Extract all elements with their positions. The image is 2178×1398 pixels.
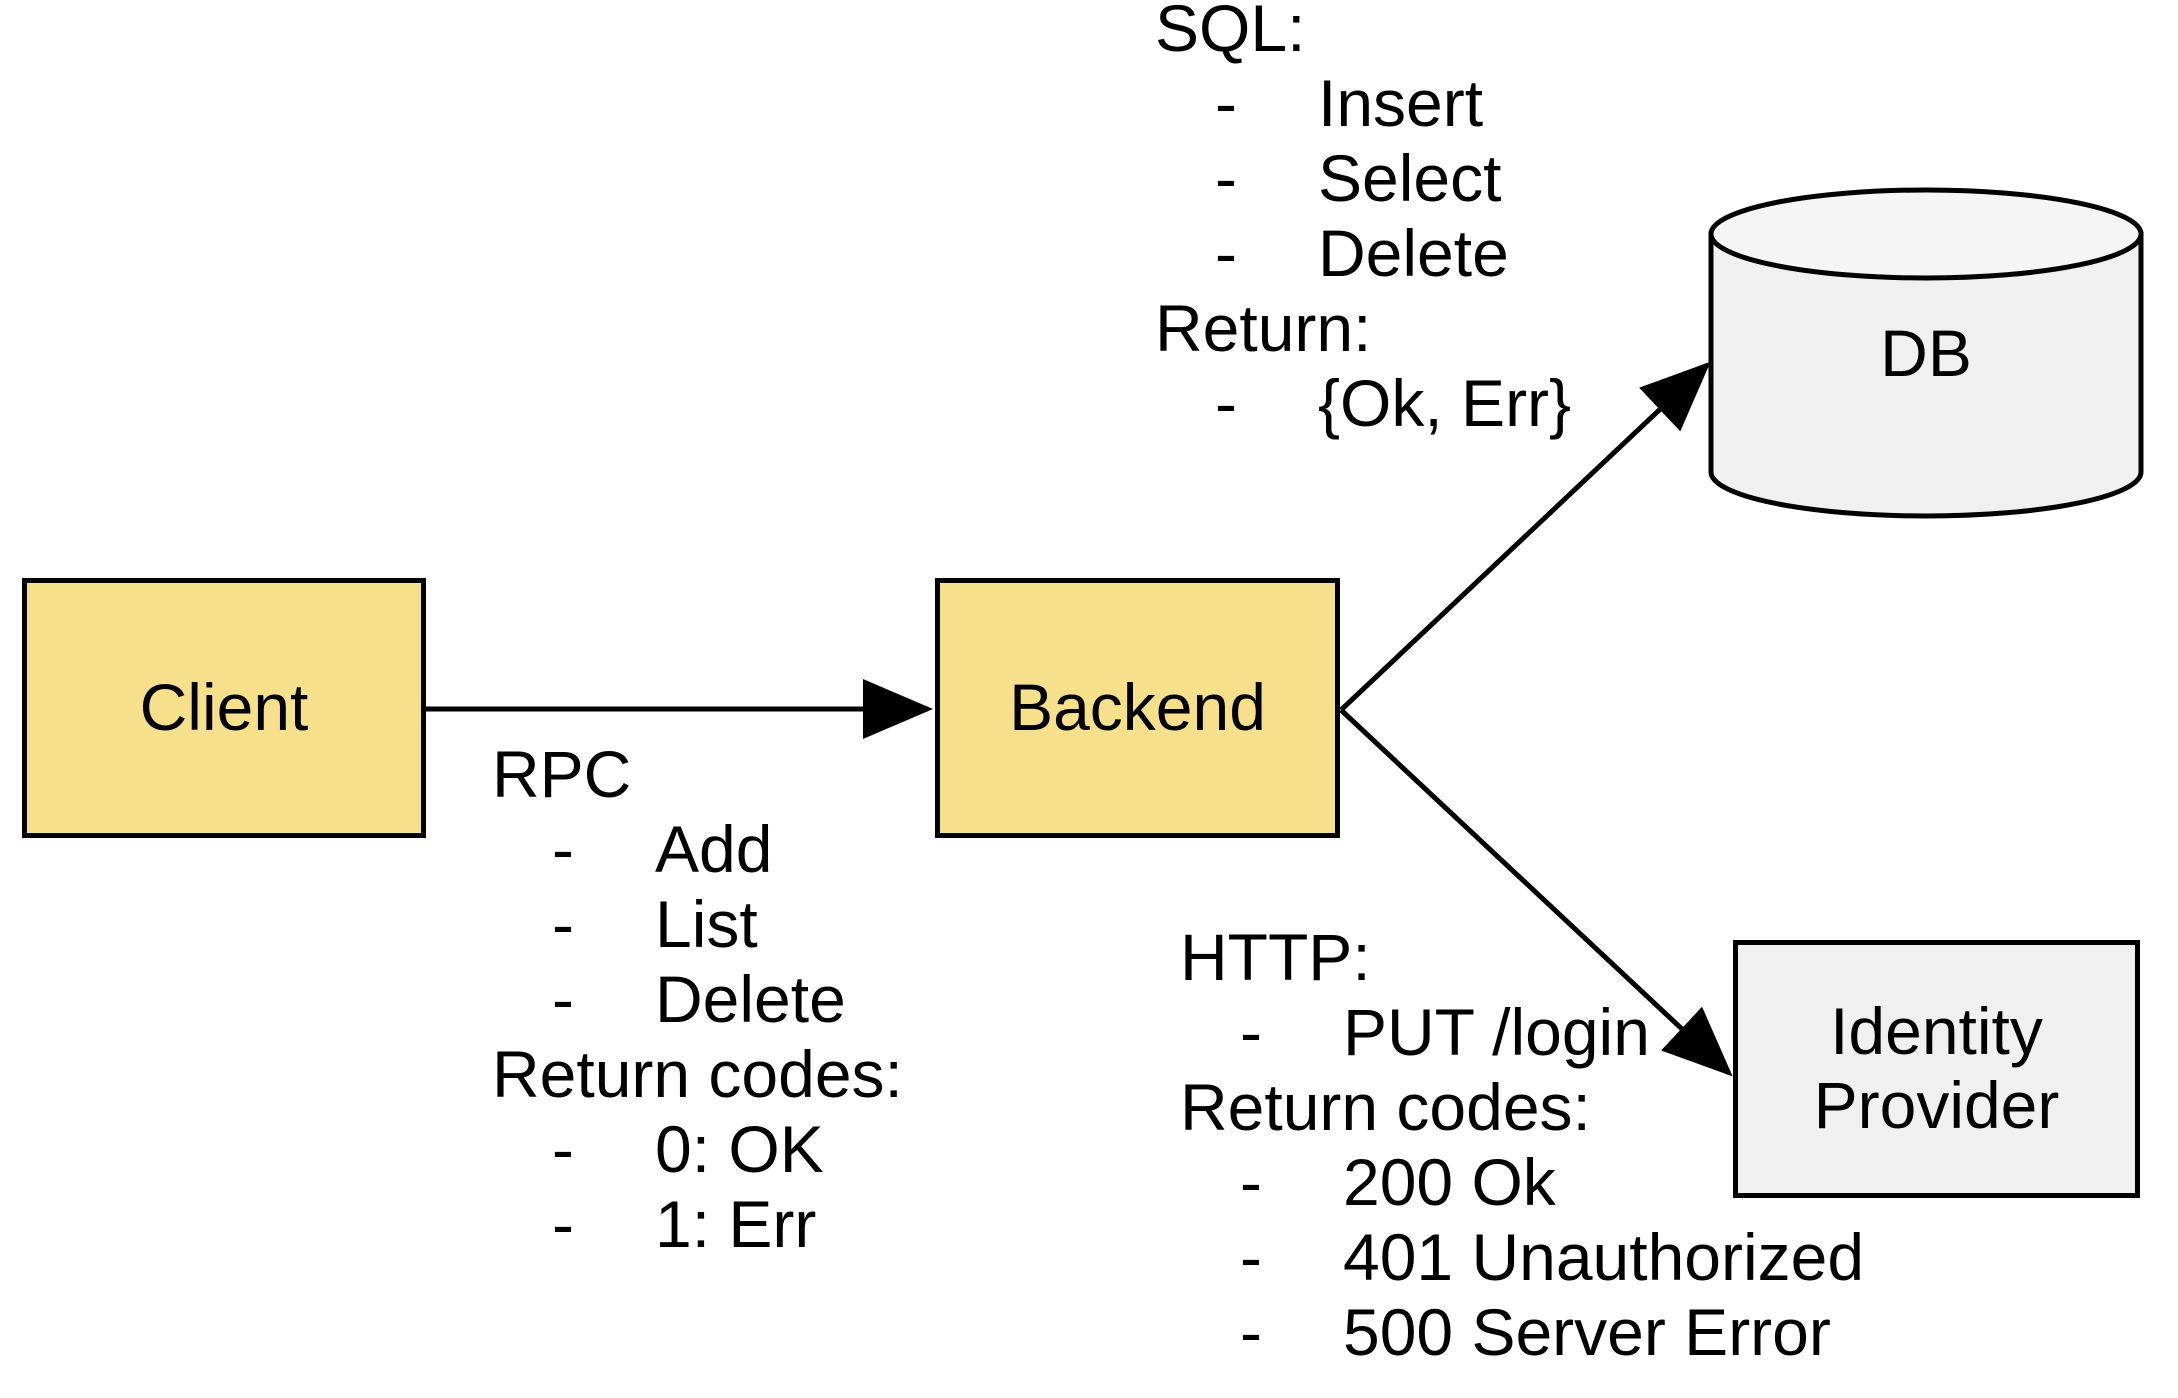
rpc-return-code-0: 0: OK <box>655 1112 824 1186</box>
bullet-dash-icon: - <box>1215 216 1237 290</box>
annotation-http: HTTP: - PUT /login Return codes: - 200 O… <box>1180 920 1864 1370</box>
sql-operation-row: - Insert <box>1155 66 1483 141</box>
http-return-code-401: 401 Unauthorized <box>1343 1220 1865 1294</box>
rpc-operation-delete: Delete <box>655 962 846 1036</box>
bullet-dash-icon: - <box>1240 995 1262 1069</box>
rpc-operation-row: - List <box>492 887 903 962</box>
node-identity-provider[interactable]: Identity Provider <box>1733 940 2140 1198</box>
bullet-dash-icon: - <box>1240 1145 1262 1219</box>
sql-operation-row: - Select <box>1155 141 1501 216</box>
sql-operation-row: - Delete <box>1155 216 1509 291</box>
rpc-return-heading: Return codes: <box>492 1037 903 1111</box>
bullet-dash-icon: - <box>552 887 574 961</box>
db-cylinder-icon <box>1708 187 2144 519</box>
sql-return-heading: Return: <box>1155 291 1372 365</box>
node-client[interactable]: Client <box>22 578 426 838</box>
sql-heading: SQL: <box>1155 0 1306 65</box>
bullet-dash-icon: - <box>1215 366 1237 440</box>
bullet-dash-icon: - <box>552 1112 574 1186</box>
node-db-label: DB <box>1880 316 1972 390</box>
rpc-operation-row: - Delete <box>492 962 903 1037</box>
node-identity-provider-label-line1: Identity <box>1830 994 2043 1069</box>
sql-return-row: - {Ok, Err} <box>1155 366 1571 441</box>
bullet-dash-icon: - <box>1215 141 1237 215</box>
sql-operation-delete: Delete <box>1318 216 1509 290</box>
rpc-operation-row: - Add <box>492 812 903 887</box>
bullet-dash-icon: - <box>552 812 574 886</box>
bullet-dash-icon: - <box>552 962 574 1036</box>
rpc-operation-add: Add <box>655 812 773 886</box>
http-heading: HTTP: <box>1180 920 1371 994</box>
http-operation-row: - PUT /login <box>1180 995 1650 1070</box>
http-return-row: - 500 Server Error <box>1180 1295 1831 1370</box>
rpc-heading: RPC <box>492 737 632 811</box>
rpc-operation-list: List <box>655 887 758 961</box>
http-return-heading: Return codes: <box>1180 1070 1591 1144</box>
sql-operation-select: Select <box>1318 141 1502 215</box>
annotation-sql: SQL: - Insert - Select - Delete Return: … <box>1155 0 1571 441</box>
rpc-return-row: - 1: Err <box>492 1187 903 1262</box>
node-client-label: Client <box>139 670 309 745</box>
node-db[interactable]: DB <box>1706 186 2146 520</box>
bullet-dash-icon: - <box>1240 1295 1262 1369</box>
http-return-row: - 401 Unauthorized <box>1180 1220 1864 1295</box>
bullet-dash-icon: - <box>1240 1220 1262 1294</box>
node-identity-provider-label-line2: Provider <box>1813 1068 2060 1142</box>
bullet-dash-icon: - <box>1215 66 1237 140</box>
http-return-code-500: 500 Server Error <box>1343 1295 1831 1369</box>
annotation-rpc: RPC - Add - List - Delete Return codes: … <box>492 737 903 1262</box>
http-return-row: - 200 Ok <box>1180 1145 1591 1220</box>
node-backend[interactable]: Backend <box>935 578 1340 838</box>
sql-return-value: {Ok, Err} <box>1318 366 1572 440</box>
bullet-dash-icon: - <box>552 1187 574 1261</box>
http-operation-put-login: PUT /login <box>1343 995 1650 1069</box>
rpc-return-code-1: 1: Err <box>655 1187 817 1261</box>
node-backend-label: Backend <box>1009 670 1266 745</box>
http-return-code-200: 200 Ok <box>1343 1145 1556 1219</box>
rpc-return-row: - 0: OK <box>492 1112 903 1187</box>
sql-operation-insert: Insert <box>1318 66 1484 140</box>
